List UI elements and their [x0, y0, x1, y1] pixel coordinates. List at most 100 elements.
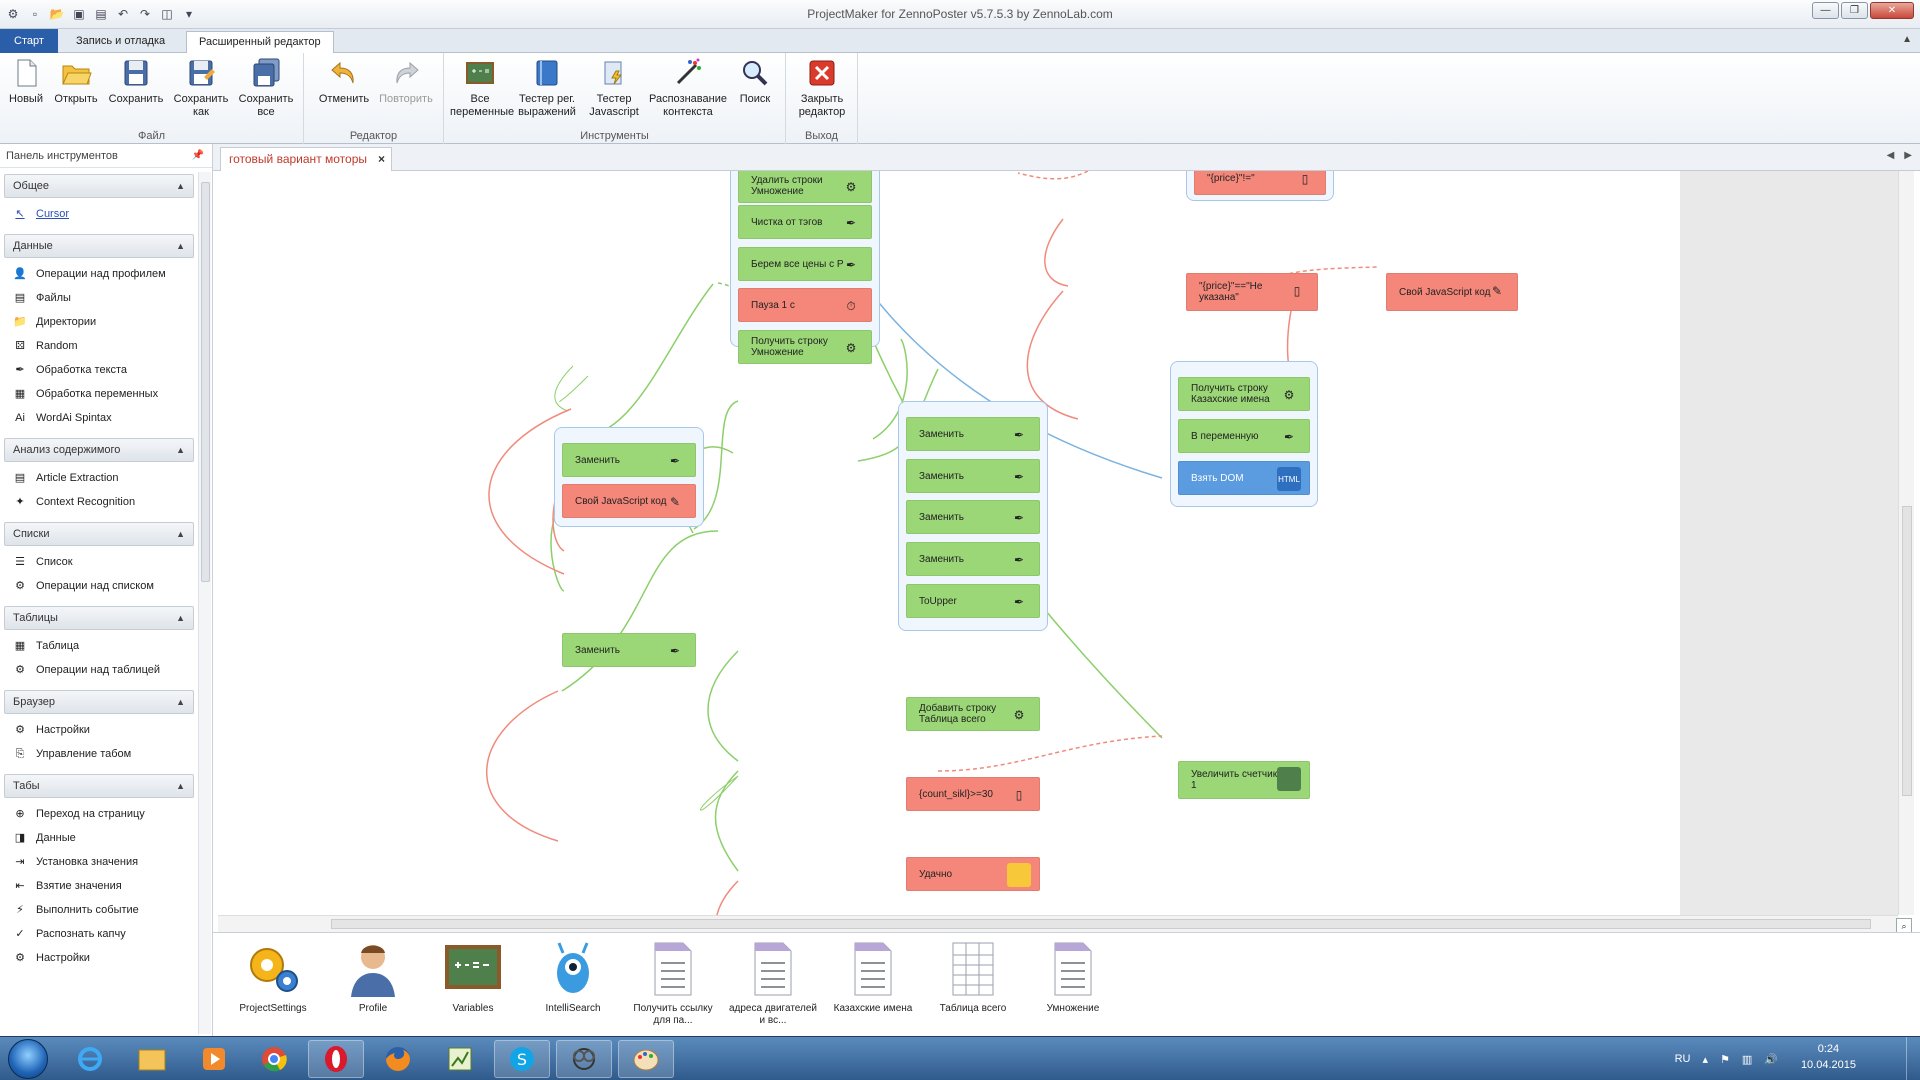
qat-undo-icon[interactable]: ↶ — [117, 7, 129, 21]
node-condition-count[interactable]: {count_sikl}>=30▯ — [906, 777, 1040, 811]
toolbox-item[interactable]: ☰Список — [12, 550, 194, 574]
undo-button[interactable]: Отменить — [314, 57, 374, 129]
close-editor-button[interactable]: Закрыть редактор — [792, 57, 852, 129]
opera-taskbar-icon[interactable] — [308, 1040, 364, 1078]
toolbox-item[interactable]: ⎘Управление табом — [12, 742, 194, 766]
open-button[interactable]: Открыть — [50, 57, 102, 129]
show-desktop-button[interactable] — [1906, 1037, 1920, 1080]
media-taskbar-icon[interactable] — [186, 1040, 242, 1078]
qat-save-icon[interactable]: ▣ — [73, 7, 85, 21]
node-price-not-specified[interactable]: "{price}"=="Не указана"▯ — [1186, 273, 1318, 311]
node-strip-tags[interactable]: Чистка от тэгов✒ — [738, 205, 872, 239]
toolbox-item[interactable]: ◨Данные — [12, 826, 194, 850]
canvas-horizontal-scrollbar[interactable] — [218, 915, 1898, 932]
tray-resource-item[interactable]: Казахские имена — [827, 939, 919, 1015]
toolbox-item[interactable]: ⚡Выполнить событие — [12, 898, 194, 922]
redo-button[interactable]: Повторить — [376, 57, 436, 129]
new-button[interactable]: Новый — [6, 57, 46, 129]
node-replace[interactable]: Заменить✒ — [906, 542, 1040, 576]
tab-record-debug[interactable]: Запись и отладка — [76, 35, 166, 47]
ribbon-collapse-icon[interactable]: ▲ — [1902, 34, 1912, 45]
tray-arrow-icon[interactable]: ▴ — [1702, 1053, 1709, 1066]
toolbox-item[interactable]: ⇤Взятие значения — [12, 874, 194, 898]
toolbox-item[interactable]: ⚙Операции над таблицей — [12, 658, 194, 682]
node-replace[interactable]: Заменить✒ — [906, 459, 1040, 493]
maximize-button[interactable]: ❐ — [1841, 2, 1868, 19]
pin-icon[interactable]: 📌 — [191, 150, 204, 161]
toolbox-item[interactable]: ▦Обработка переменных — [12, 382, 194, 406]
node-custom-js[interactable]: Свой JavaScript код✎ — [562, 484, 696, 518]
toolbox-item[interactable]: ⇥Установка значения — [12, 850, 194, 874]
tray-resource-item[interactable]: Таблица всего — [927, 939, 1019, 1015]
tab-prev-icon[interactable]: ◀ — [1886, 150, 1895, 161]
canvas-vertical-scrollbar[interactable] — [1898, 171, 1914, 915]
toolbox-section-header[interactable]: Табы▲ — [4, 774, 194, 798]
search-button[interactable]: Поиск — [732, 57, 778, 129]
toolbox-scroll-thumb[interactable] — [201, 182, 210, 582]
node-get-row-kazakh[interactable]: Получить строку Казахские имена⚙ — [1178, 377, 1310, 411]
vertical-scroll-thumb[interactable] — [1902, 506, 1912, 796]
qat-save-all-icon[interactable]: ▤ — [95, 7, 107, 21]
node-to-upper[interactable]: ToUpper✒ — [906, 584, 1040, 618]
toolbox-scrollbar[interactable] — [198, 172, 211, 1034]
zennoposter-taskbar-icon[interactable] — [556, 1040, 612, 1078]
toolbox-item[interactable]: ▤Article Extraction — [12, 466, 194, 490]
js-tester-button[interactable]: Тестер Javascript — [584, 57, 644, 129]
skype-taskbar-icon[interactable]: S — [494, 1040, 550, 1078]
firefox-taskbar-icon[interactable] — [370, 1040, 426, 1078]
node-get-row-mult[interactable]: Получить строку Умножение⚙ — [738, 330, 872, 364]
context-recognition-button[interactable]: Распознавание контекста — [648, 57, 728, 129]
toolbox-section-header[interactable]: Браузер▲ — [4, 690, 194, 714]
toolbox-item[interactable]: ▤Файлы — [12, 286, 194, 310]
chrome-taskbar-icon[interactable] — [246, 1040, 302, 1078]
toolbox-item[interactable]: ↖Cursor — [12, 202, 194, 226]
projectmaker-taskbar-icon[interactable] — [432, 1040, 488, 1078]
tab-start[interactable]: Старт — [0, 29, 58, 53]
all-variables-button[interactable]: Все переменные — [450, 57, 514, 129]
tray-resource-item[interactable]: адреса двигателей и вс... — [727, 939, 819, 1027]
toolbox-item[interactable]: ✒Обработка текста — [12, 358, 194, 382]
explorer-taskbar-icon[interactable] — [124, 1040, 180, 1078]
qat-new-icon[interactable]: ▫ — [32, 7, 38, 21]
toolbox-section-header[interactable]: Анализ содержимого▲ — [4, 438, 194, 462]
toolbox-item[interactable]: 👤Операции над профилем — [12, 262, 194, 286]
toolbox-item[interactable]: ⚙Настройки — [12, 946, 194, 970]
node-success[interactable]: Удачно — [906, 857, 1040, 891]
node-increment-counter[interactable]: Увеличить счетчик на 1 — [1178, 761, 1310, 799]
volume-icon[interactable]: 🔊 — [1764, 1053, 1778, 1066]
tab-advanced-editor[interactable]: Расширенный редактор — [186, 31, 334, 54]
toolbox-item[interactable]: 📁Директории — [12, 310, 194, 334]
node-get-prices[interactable]: Берем все цены с Р✒ — [738, 247, 872, 281]
node-custom-js-2[interactable]: Свой JavaScript код✎ — [1386, 273, 1518, 311]
qat-window-icon[interactable]: ◫ — [161, 7, 173, 21]
save-as-button[interactable]: Сохранить как — [170, 57, 232, 129]
tray-resource-item[interactable]: IntelliSearch — [527, 939, 619, 1015]
save-all-button[interactable]: Сохранить все — [236, 57, 296, 129]
tray-resource-item[interactable]: Получить ссылку для па... — [627, 939, 719, 1027]
minimize-button[interactable]: — — [1812, 2, 1839, 19]
language-indicator[interactable]: RU — [1674, 1053, 1691, 1065]
clock[interactable]: 0:24 10.04.2015 — [1801, 1041, 1856, 1073]
node-pause[interactable]: Пауза 1 с⏱ — [738, 288, 872, 322]
node-to-variable[interactable]: В переменную✒ — [1178, 419, 1310, 453]
ie-taskbar-icon[interactable] — [62, 1040, 118, 1078]
toolbox-section-header[interactable]: Общее▲ — [4, 174, 194, 198]
paint-taskbar-icon[interactable] — [618, 1040, 674, 1078]
node-replace[interactable]: Заменить✒ — [906, 500, 1040, 534]
tray-resource-item[interactable]: Variables — [427, 939, 519, 1015]
toolbox-item[interactable]: ⊕Переход на страницу — [12, 802, 194, 826]
close-tab-icon[interactable]: × — [378, 152, 386, 166]
node-replace[interactable]: Заменить✒ — [906, 417, 1040, 451]
horizontal-scroll-thumb[interactable] — [331, 919, 1871, 929]
toolbox-item[interactable]: ⚄Random — [12, 334, 194, 358]
node-price-not-empty[interactable]: "{price}"!="▯ — [1194, 171, 1326, 195]
toolbox-section-header[interactable]: Данные▲ — [4, 234, 194, 258]
toolbox-item[interactable]: ▦Таблица — [12, 634, 194, 658]
toolbox-item[interactable]: ⚙Настройки — [12, 718, 194, 742]
toolbox-section-header[interactable]: Списки▲ — [4, 522, 194, 546]
tab-next-icon[interactable]: ▶ — [1904, 150, 1912, 161]
tray-resource-item[interactable]: Profile — [327, 939, 419, 1015]
app-menu-icon[interactable]: ⚙ — [7, 7, 19, 21]
